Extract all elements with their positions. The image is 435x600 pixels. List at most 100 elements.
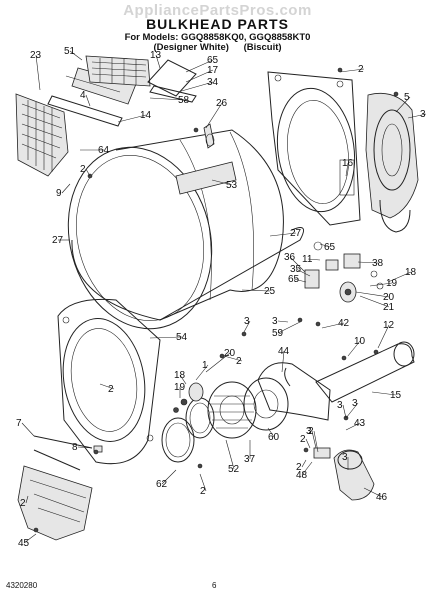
callout-leader-23 — [35, 54, 41, 91]
callout-leader-59 — [277, 321, 301, 334]
page-title: BULKHEAD PARTS — [146, 16, 289, 32]
callout-leader-2 — [301, 459, 307, 468]
callout-60: 60 — [268, 432, 280, 443]
callout-43: 43 — [354, 418, 366, 429]
callout-9: 9 — [56, 188, 62, 199]
callout-leader-3 — [277, 320, 289, 323]
top-seal — [147, 59, 197, 103]
callout-leader-1 — [195, 364, 209, 381]
variant-designer-white: (Designer White) — [153, 42, 229, 53]
thermostat-parts — [304, 241, 384, 303]
callout-7: 7 — [16, 418, 22, 429]
callout-leader-34 — [177, 81, 214, 93]
callout-leader-9 — [61, 183, 71, 194]
callout-leader-10 — [347, 340, 361, 357]
callout-2: 2 — [80, 164, 86, 175]
blower-ring — [185, 397, 215, 439]
motor-shaft-parts — [173, 382, 204, 413]
callout-3: 3 — [306, 426, 312, 437]
callout-2: 2 — [296, 462, 302, 473]
callout-leader-60 — [267, 427, 275, 438]
callout-44: 44 — [278, 346, 290, 357]
callout-36: 36 — [284, 252, 296, 263]
callout-8: 8 — [72, 442, 78, 453]
callout-35: 35 — [290, 264, 302, 275]
document-number: 4320280 — [6, 581, 38, 590]
callout-leader-5 — [395, 96, 411, 113]
callout-leader-26 — [205, 102, 223, 129]
callout-leader-2 — [223, 355, 243, 362]
callout-19: 19 — [174, 382, 186, 393]
callout-11: 11 — [302, 254, 313, 265]
callout-leader-36 — [289, 256, 306, 273]
callout-2: 2 — [108, 384, 114, 395]
callout-2: 2 — [20, 498, 26, 509]
callout-51: 51 — [64, 46, 76, 57]
callout-leader-38 — [357, 261, 379, 264]
callout-leader-15 — [371, 391, 397, 396]
callout-leader-2 — [85, 168, 91, 177]
callout-leader-2 — [199, 473, 207, 492]
blower-housing — [365, 92, 419, 233]
callout-64: 64 — [98, 145, 110, 156]
page-number: 6 — [212, 581, 217, 590]
callout-2: 2 — [300, 434, 306, 445]
callout-leader-18 — [387, 271, 412, 283]
callout-leader-20 — [355, 291, 390, 298]
callout-leader-54 — [149, 336, 183, 339]
rear-bulkhead — [267, 71, 361, 226]
callout-leader-14 — [117, 114, 147, 123]
callout-leader-35 — [295, 268, 311, 277]
callout-leader-3 — [342, 404, 347, 419]
callout-48: 48 — [296, 470, 308, 481]
callout-25: 25 — [264, 286, 276, 297]
callout-53: 53 — [226, 180, 238, 191]
callout-leader-12 — [377, 324, 390, 349]
callout-leader-7 — [21, 422, 35, 437]
callout-leader-45 — [23, 533, 37, 544]
callout-17: 17 — [207, 65, 219, 76]
callout-leader-21 — [359, 295, 390, 308]
callout-23: 23 — [30, 50, 42, 61]
callout-leader-65 — [185, 59, 214, 73]
callout-leader-3 — [311, 430, 317, 449]
callout-leader-42 — [321, 322, 345, 329]
callout-3: 3 — [337, 400, 343, 411]
blower-housing-small — [243, 377, 289, 431]
callout-20: 20 — [383, 292, 395, 303]
callout-62: 62 — [156, 479, 168, 490]
callout-20: 20 — [224, 348, 236, 359]
drive-belt — [71, 227, 305, 321]
callout-5: 5 — [404, 92, 410, 103]
callout-leader-13 — [155, 54, 161, 69]
seal-ring — [161, 417, 195, 463]
callout-18: 18 — [174, 370, 186, 381]
callout-12: 12 — [383, 320, 395, 331]
callout-14: 14 — [140, 110, 152, 121]
callout-leader-53 — [211, 179, 233, 186]
callout-34: 34 — [207, 77, 219, 88]
callout-2: 2 — [236, 356, 242, 367]
callout-leader-51 — [69, 50, 83, 61]
callout-2: 2 — [308, 426, 314, 437]
callout-15: 15 — [390, 390, 402, 401]
dryer-drum — [67, 123, 284, 330]
callout-65: 65 — [288, 274, 300, 285]
callout-13: 13 — [150, 50, 162, 61]
callout-27: 27 — [290, 228, 302, 239]
callout-3: 3 — [352, 398, 358, 409]
callout-leader-8 — [77, 446, 93, 449]
callout-leader-11 — [307, 258, 321, 261]
callout-2: 2 — [200, 486, 206, 497]
callout-16: 16 — [342, 158, 354, 169]
callout-leader-19 — [369, 282, 393, 287]
callout-54: 54 — [176, 332, 188, 343]
callout-42: 42 — [338, 318, 350, 329]
variants-line: (Designer White) (Biscuit) — [0, 42, 435, 53]
callout-leader-48 — [301, 461, 313, 476]
callout-52: 52 — [228, 464, 240, 475]
callout-leader-2 — [25, 495, 29, 504]
models-line: For Models: GGQ8858KQ0, GGQ8858KT0 — [124, 32, 311, 43]
callout-leader-43 — [345, 422, 361, 431]
